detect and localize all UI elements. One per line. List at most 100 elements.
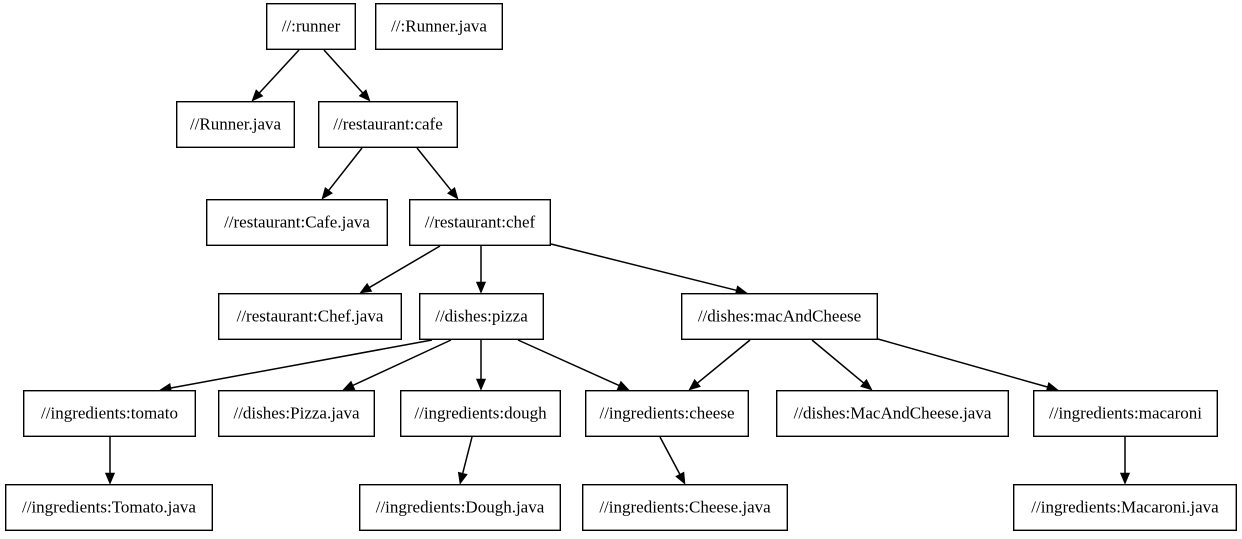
edge-line: [697, 339, 751, 384]
edge-arrowhead-icon: [321, 186, 333, 200]
node-label: //ingredients:cheese: [599, 403, 734, 422]
node-label: //ingredients:tomato: [41, 403, 178, 422]
graph-edge: [517, 339, 630, 391]
graph-node-cheese_java[interactable]: //ingredients:Cheese.java: [582, 484, 789, 532]
edge-line: [369, 245, 441, 289]
graph-node-ingredients_cheese[interactable]: //ingredients:cheese: [585, 390, 750, 438]
graph-nodes-layer: //:runner //:Runner.java //Runner.java //re…: [4, 3, 1238, 532]
node-box[interactable]: [4, 484, 214, 532]
node-label: //:Runner.java: [391, 16, 487, 35]
graph-node-ingredients_tomato[interactable]: //ingredients:tomato: [23, 390, 197, 438]
node-box[interactable]: [1032, 390, 1218, 438]
node-label: //restaurant:Cafe.java: [224, 212, 370, 231]
edge-line: [461, 436, 473, 474]
graph-node-dough_java[interactable]: //ingredients:Dough.java: [359, 484, 562, 532]
edge-line: [517, 339, 620, 387]
graph-edge: [321, 147, 363, 200]
node-box[interactable]: [419, 293, 545, 341]
node-label: //dishes:Pizza.java: [233, 403, 360, 422]
edge-arrowhead-icon: [359, 282, 373, 294]
graph-node-dishes_pizza_java[interactable]: //dishes:Pizza.java: [217, 390, 376, 438]
node-box[interactable]: [266, 3, 357, 50]
graph-edge: [251, 49, 300, 102]
node-box[interactable]: [1013, 484, 1238, 532]
graph-node-macaroni_java[interactable]: //ingredients:Macaroni.java: [1013, 484, 1238, 532]
graph-node-restaurant_chef_java[interactable]: //restaurant:Chef.java: [217, 293, 403, 341]
edge-line: [550, 243, 737, 292]
edge-arrowhead-icon: [475, 281, 487, 294]
edge-arrowhead-icon: [616, 380, 630, 391]
graph-edge: [342, 339, 452, 391]
edge-arrowhead-icon: [104, 472, 116, 485]
node-box[interactable]: [205, 198, 389, 246]
graph-edge: [877, 338, 1059, 392]
edge-line: [416, 147, 452, 191]
node-label: //ingredients:Tomato.java: [22, 497, 196, 516]
node-box[interactable]: [776, 390, 1010, 438]
graph-edge: [323, 49, 371, 102]
graph-edge: [1119, 437, 1131, 485]
node-label: //:runner: [282, 16, 341, 35]
graph-node-tomato_java[interactable]: //ingredients:Tomato.java: [4, 484, 214, 532]
node-label: //ingredients:macaroni: [1049, 403, 1202, 422]
graph-node-runner_java_root[interactable]: //:Runner.java: [375, 3, 504, 50]
node-box[interactable]: [400, 390, 562, 438]
node-box[interactable]: [681, 293, 879, 341]
edge-arrowhead-icon: [446, 187, 459, 200]
node-box[interactable]: [359, 484, 562, 532]
node-label: //restaurant:cafe: [333, 114, 443, 133]
node-box[interactable]: [217, 293, 403, 341]
edge-arrowhead-icon: [457, 471, 468, 485]
edge-arrowhead-icon: [675, 471, 686, 485]
node-label: //ingredients:Macaroni.java: [1031, 497, 1219, 516]
graph-node-ingredients_dough[interactable]: //ingredients:dough: [400, 390, 562, 438]
edge-arrowhead-icon: [251, 89, 264, 102]
node-label: //ingredients:dough: [414, 403, 547, 422]
graph-edge: [475, 246, 487, 294]
graph-edge: [688, 339, 751, 391]
node-box[interactable]: [175, 100, 295, 148]
node-label: //restaurant:Chef.java: [237, 306, 384, 325]
graph-edge: [475, 340, 487, 391]
node-label: //ingredients:Cheese.java: [599, 497, 771, 516]
edge-line: [659, 436, 681, 475]
edge-arrowhead-icon: [475, 378, 487, 391]
graph-node-runner_java[interactable]: //Runner.java: [175, 100, 295, 148]
edge-arrowhead-icon: [688, 378, 701, 391]
edge-line: [877, 338, 1048, 388]
node-box[interactable]: [585, 390, 750, 438]
graph-node-dishes_macandcheese[interactable]: //dishes:macAndCheese: [681, 293, 879, 341]
edge-arrowhead-icon: [342, 380, 356, 391]
node-label: //Runner.java: [190, 114, 282, 133]
graph-edge: [550, 243, 748, 296]
edge-line: [170, 339, 433, 389]
graph-edge: [659, 436, 686, 485]
node-box[interactable]: [409, 198, 552, 246]
graph-node-runner[interactable]: //:runner: [266, 3, 357, 50]
node-label: //ingredients:Dough.java: [376, 497, 545, 516]
graph-edge: [359, 245, 441, 294]
node-label: //dishes:macAndCheese: [698, 306, 861, 325]
edge-arrowhead-icon: [860, 378, 873, 391]
graph-node-restaurant_cafe[interactable]: //restaurant:cafe: [318, 100, 459, 148]
graph-node-restaurant_chef[interactable]: //restaurant:chef: [409, 198, 552, 246]
graph-node-dishes_mac_java[interactable]: //dishes:MacAndCheese.java: [776, 390, 1010, 438]
graph-edge: [416, 147, 459, 200]
node-box[interactable]: [375, 3, 504, 50]
node-box[interactable]: [217, 390, 376, 438]
node-box[interactable]: [582, 484, 789, 532]
node-box[interactable]: [23, 390, 197, 438]
node-label: //restaurant:chef: [425, 212, 536, 231]
edge-line: [328, 147, 363, 191]
graph-edge: [811, 339, 873, 391]
graph-node-ingredients_macaroni[interactable]: //ingredients:macaroni: [1032, 390, 1218, 438]
graph-node-restaurant_cafe_java[interactable]: //restaurant:Cafe.java: [205, 198, 389, 246]
node-label: //dishes:MacAndCheese.java: [794, 403, 992, 422]
node-box[interactable]: [318, 100, 459, 148]
node-label: //dishes:pizza: [435, 306, 528, 325]
graph-node-dishes_pizza[interactable]: //dishes:pizza: [419, 293, 545, 341]
graph-edge: [457, 436, 473, 485]
graph-edge: [159, 339, 433, 393]
